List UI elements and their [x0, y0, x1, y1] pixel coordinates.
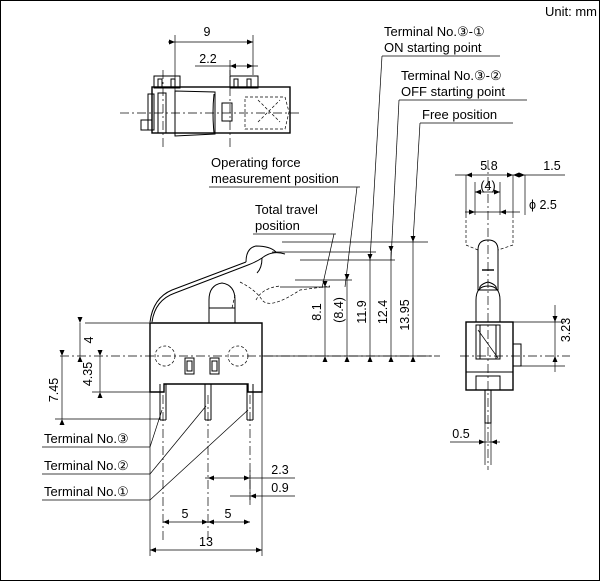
side-view: 5.8 1.5 (4) ϕ 2.5 0.5: [450, 159, 573, 470]
callout-term31-line2: ON starting point: [384, 40, 482, 55]
callout-free-position: Free position: [422, 107, 497, 122]
callout-tt-line1: Total travel: [255, 202, 318, 217]
dim-side-height: 3.23: [559, 318, 573, 342]
dim-124-height: 12.4: [376, 300, 390, 324]
dim-09: 0.9: [271, 481, 288, 495]
front-view: 8.1 (8.4) 11.9 12.4 13.95: [42, 236, 440, 556]
dim-side-thick: 0.5: [452, 427, 469, 441]
dim-side-dia: ϕ 2.5: [529, 198, 557, 212]
unit-label: Unit: mm: [545, 4, 597, 19]
callout-opforce-line1: Operating force: [211, 155, 301, 170]
callout-tt-line2: position: [255, 218, 300, 233]
dim-84-height: (8.4): [332, 297, 346, 323]
label-terminal-2: Terminal No.②: [44, 458, 129, 473]
callout-term32-line1: Terminal No.③-②: [401, 68, 502, 83]
dim-119-height: 11.9: [355, 300, 369, 323]
dim-body-4: 4: [82, 336, 96, 343]
dim-top-width: 9: [204, 25, 211, 39]
dim-pitch-b: 5: [225, 507, 232, 521]
callouts: Terminal No.③-① ON starting point Termin…: [209, 24, 527, 289]
dim-body-435: 4.35: [81, 362, 95, 386]
dim-total-width: 13: [199, 535, 213, 549]
dim-top-offset: 2.2: [199, 52, 216, 66]
dim-pitch-a: 5: [182, 507, 189, 521]
callout-term32-line2: OFF starting point: [401, 84, 505, 99]
top-view: 9 2.2: [120, 25, 300, 150]
dim-body-745: 7.45: [47, 378, 61, 402]
dim-op-height: 8.1: [310, 303, 324, 320]
dim-side-right: 1.5: [543, 159, 560, 173]
label-terminal-3: Terminal No.③: [44, 431, 129, 446]
dim-side-inner: (4): [480, 179, 495, 193]
label-terminal-1: Terminal No.①: [44, 484, 129, 499]
dim-1395-height: 13.95: [398, 299, 412, 330]
dim-23: 2.3: [271, 463, 288, 477]
callout-opforce-line2: measurement position: [211, 171, 339, 186]
callout-term31-line1: Terminal No.③-①: [384, 24, 485, 39]
dim-side-width: 5.8: [480, 159, 497, 173]
